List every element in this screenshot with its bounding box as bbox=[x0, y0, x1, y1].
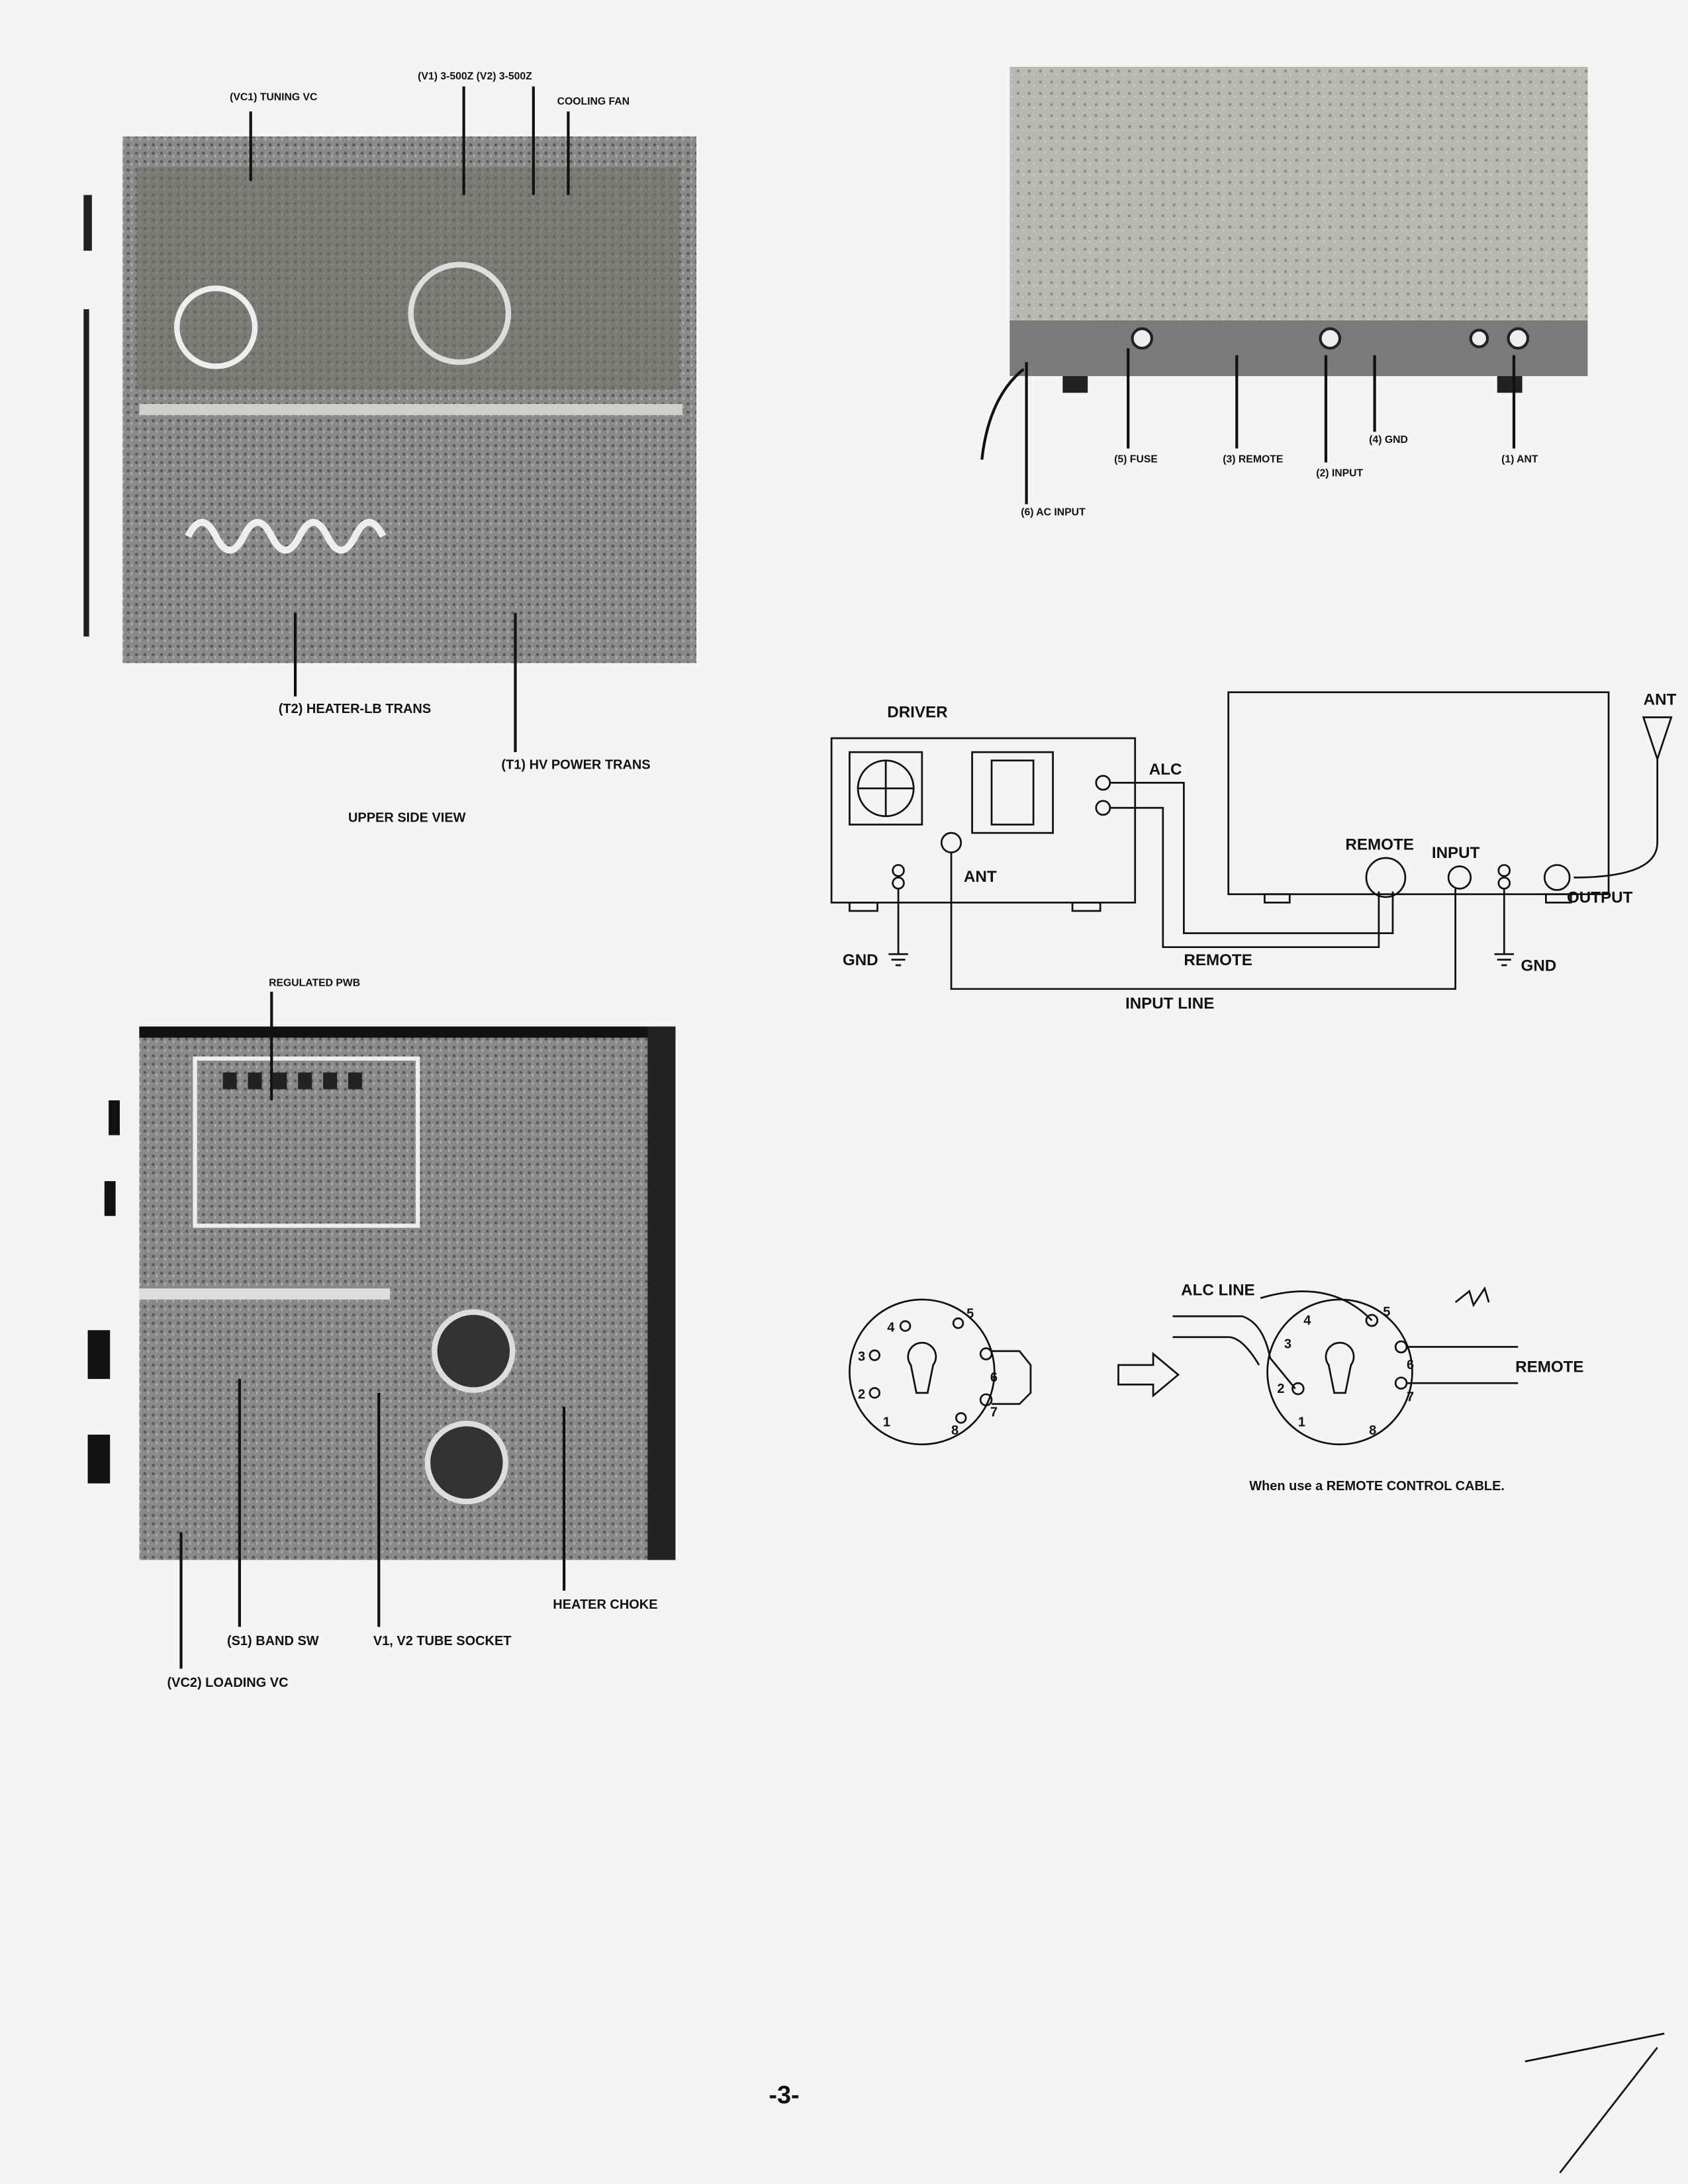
page-number: -3- bbox=[769, 2081, 799, 2109]
driver-label: DRIVER bbox=[887, 704, 947, 722]
rear-panel-labels: (6) AC INPUT (5) FUSE (3) REMOTE (2) INP… bbox=[1021, 348, 1538, 518]
remote-jack-label: REMOTE bbox=[1345, 835, 1413, 853]
scan-mark bbox=[1524, 2032, 1665, 2174]
socket-pin-number: 1 bbox=[883, 1415, 890, 1429]
socket-pin-number: 1 bbox=[1298, 1415, 1305, 1429]
socket-pin-number: 2 bbox=[1277, 1382, 1284, 1396]
socket-pin-number: 3 bbox=[1284, 1337, 1291, 1352]
jumper-wire bbox=[992, 1350, 1032, 1405]
socket-pin-number: 7 bbox=[1407, 1390, 1414, 1405]
arrow-right-icon bbox=[1117, 1352, 1180, 1398]
amplifier-unit bbox=[1227, 691, 1610, 896]
label-input: (2) INPUT bbox=[1316, 468, 1363, 479]
label-tubes: (V1) 3-500Z (V2) 3-500Z bbox=[418, 71, 532, 82]
socket-diagram: 4 3 2 1 8 5 6 7 4 3 2 1 8 5 6 7 bbox=[849, 1282, 1584, 1494]
socket-pin-number: 4 bbox=[1303, 1313, 1311, 1328]
socket-pin-number: 5 bbox=[966, 1306, 974, 1321]
socket-pin-number: 7 bbox=[990, 1405, 998, 1420]
socket-pin-number: 6 bbox=[1407, 1358, 1414, 1372]
gnd-right-label: GND bbox=[1521, 957, 1557, 974]
label-remote: (3) REMOTE bbox=[1223, 454, 1283, 465]
bottom-photo-labels: REGULATED PWB HEATER CHOKE (S1) BAND SW … bbox=[167, 978, 657, 1690]
upper-side-view-photo bbox=[83, 136, 696, 663]
label-band-sw: (S1) BAND SW bbox=[227, 1634, 319, 1648]
label-gnd: (4) GND bbox=[1369, 434, 1408, 446]
rear-panel-photo bbox=[980, 66, 1588, 460]
alc-line-label: ALC LINE bbox=[1181, 1282, 1255, 1300]
fan-icon bbox=[849, 751, 923, 826]
label-tuning-vc: (VC1) TUNING VC bbox=[230, 91, 317, 103]
socket-default: 4 3 2 1 8 5 6 7 bbox=[849, 1298, 1032, 1446]
alc-label: ALC bbox=[1149, 761, 1182, 779]
label-ant: (1) ANT bbox=[1501, 454, 1538, 465]
input-jack-label: INPUT bbox=[1432, 844, 1480, 862]
gnd-left-label: GND bbox=[843, 951, 878, 969]
label-ac-input: (6) AC INPUT bbox=[1021, 506, 1086, 518]
socket-pin-number: 5 bbox=[1383, 1305, 1390, 1319]
socket-remote: 4 3 2 1 8 5 6 7 bbox=[1172, 1286, 1519, 1446]
ant-label: ANT bbox=[964, 868, 997, 886]
label-regulated-pwb: REGULATED PWB bbox=[269, 978, 360, 989]
driver-unit bbox=[830, 737, 1137, 904]
label-heater-trans: (T2) HEATER-LB TRANS bbox=[279, 702, 431, 716]
upper-photo-labels: (VC1) TUNING VC (V1) 3-500Z (V2) 3-500Z … bbox=[230, 71, 650, 825]
bottom-view-photo bbox=[87, 1026, 676, 1560]
label-heater-choke: HEATER CHOKE bbox=[553, 1597, 657, 1612]
label-hv-trans: (T1) HV POWER TRANS bbox=[501, 757, 650, 772]
input-line-label: INPUT LINE bbox=[1125, 994, 1214, 1012]
socket-pin-number: 8 bbox=[951, 1423, 959, 1438]
socket-pin-number: 4 bbox=[887, 1320, 894, 1335]
remote-cable-label: REMOTE bbox=[1184, 951, 1252, 969]
label-fuse: (5) FUSE bbox=[1114, 454, 1158, 465]
remote-cable-caption: When use a REMOTE CONTROL CABLE. bbox=[1249, 1479, 1505, 1494]
label-loading-vc: (VC2) LOADING VC bbox=[167, 1676, 288, 1690]
upper-side-view-caption: UPPER SIDE VIEW bbox=[348, 810, 466, 825]
ant-right-label: ANT bbox=[1644, 691, 1677, 709]
label-tube-socket: V1, V2 TUBE SOCKET bbox=[373, 1634, 512, 1648]
remote-label: REMOTE bbox=[1515, 1358, 1583, 1376]
label-cooling-fan: COOLING FAN bbox=[557, 96, 630, 107]
socket-pin-number: 2 bbox=[858, 1387, 865, 1401]
connection-diagram: DRIVER ALC ANT GND REMOTE INPUT GND OUTP… bbox=[830, 691, 1677, 1012]
socket-pin-number: 3 bbox=[858, 1350, 865, 1364]
socket-pin-number: 6 bbox=[990, 1370, 998, 1385]
output-label: OUTPUT bbox=[1567, 888, 1633, 906]
socket-pin-number: 8 bbox=[1369, 1423, 1376, 1438]
